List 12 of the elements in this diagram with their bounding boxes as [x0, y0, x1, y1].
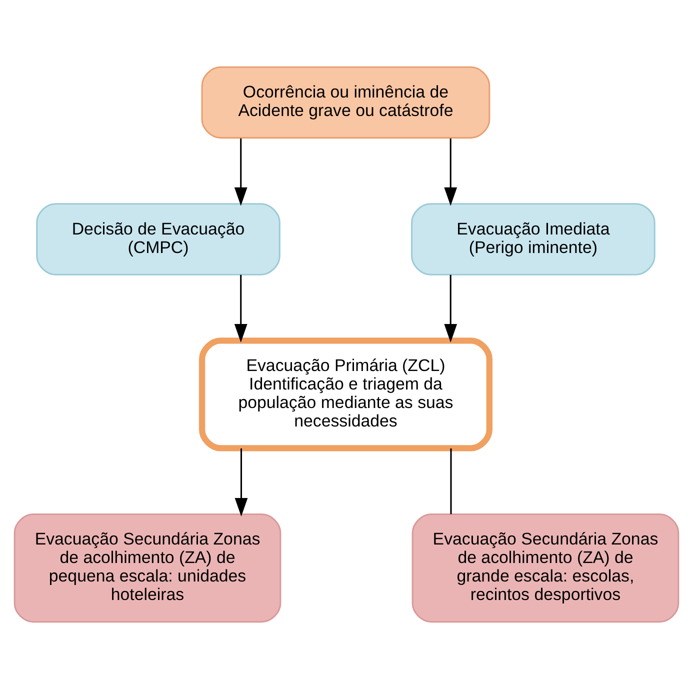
arrow [444, 138, 458, 206]
arrow [234, 448, 248, 516]
node-box: Evacuação Secundária Zonas de acolhimento (ZA) de grande escala: escolas, recintos desportivos [412, 513, 680, 622]
arrow [234, 274, 248, 342]
node-box: Decisão de Evacuação (CMPC) [36, 202, 280, 275]
arrow [444, 274, 458, 342]
node-box: Ocorrência ou iminência de Acidente grave ou catástrofe [201, 66, 490, 138]
connector [450, 448, 452, 514]
node-box: Evacuação Imediata (Perigo iminente) [411, 202, 656, 275]
arrow [234, 138, 248, 206]
node-box: Evacuação Primária (ZCL) Identificação e triagem da população mediante as suas necessidades [198, 337, 492, 451]
node-box: Evacuação Secundária Zonas de acolhimento (ZA) de pequena escala: unidades hoteleiras [14, 513, 282, 622]
